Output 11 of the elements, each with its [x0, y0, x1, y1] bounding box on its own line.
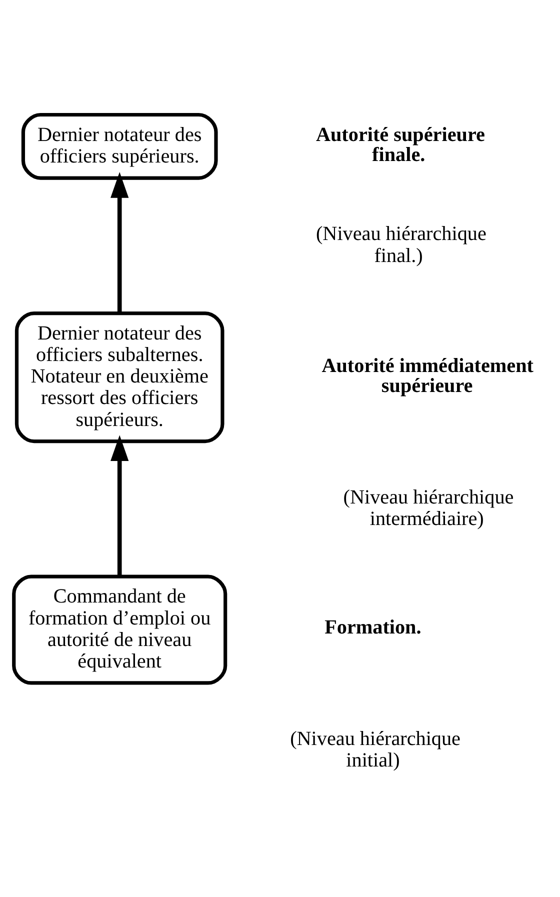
node-box: Dernier notateur des officiers subalternes. Notateur en deuxième ressort des officiers supérieurs. — [14, 311, 224, 444]
label: Autorité supérieure finale. — [316, 124, 485, 166]
arrow — [110, 435, 129, 576]
arrow — [110, 172, 129, 313]
label: (Niveau hiérarchique final.) — [316, 223, 486, 267]
label: (Niveau hiérarchique intermédiaire) — [343, 486, 514, 530]
node-box: Dernier notateur des officiers supérieurs. — [21, 112, 218, 180]
label: (Niveau hiérarchique initial) — [290, 728, 460, 772]
label: Formation. — [324, 616, 422, 639]
label: Autorité immédiatement supérieure — [322, 354, 534, 397]
node-box: Commandant de formation d’emploi ou autorité de niveau équivalent — [12, 574, 228, 685]
